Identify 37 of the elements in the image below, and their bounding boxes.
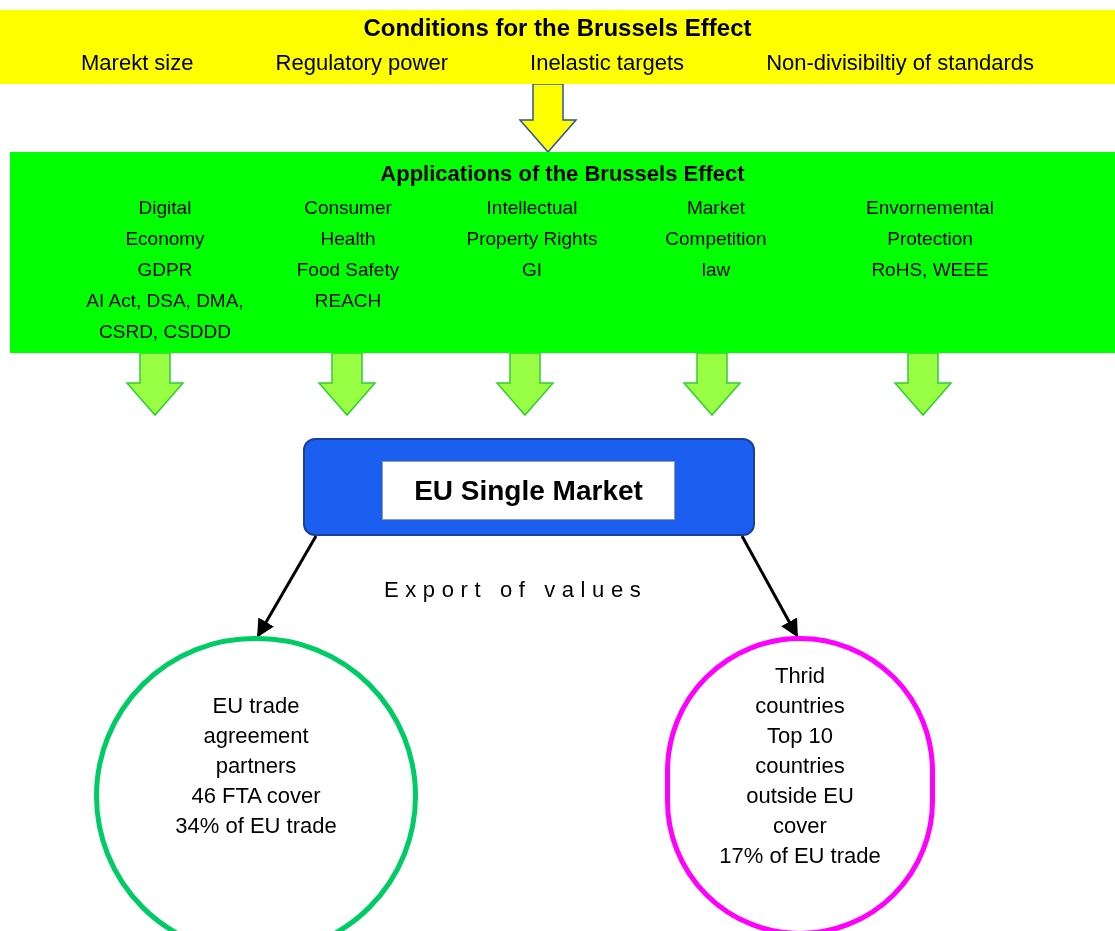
category-heading: Market Competition law [664,196,768,282]
circle-text: 46 FTA cover [190,782,322,810]
category-heading: Digital Economy [124,196,206,251]
arrow [256,535,318,638]
regulation-label: GDPR [136,258,194,282]
block-arrow [893,352,953,417]
category-heading: Intellectual Property Rights [466,196,598,251]
circle-text: 34% of EU trade [174,812,338,840]
circle-text: Thrid countries [754,662,846,720]
block-arrow [125,352,185,417]
title-box [382,461,675,520]
regulation-label: AI Act, DSA, DMA, CSRD, CSDDD [85,289,245,344]
circle-text: Top 10 countries outside EU cover [745,722,855,840]
block-arrow [495,352,555,417]
category-heading: Envornemental Protection [865,196,995,251]
condition-label: Inelastic targets [530,49,685,77]
regulation-label: GI [520,258,544,282]
block-arrow [682,352,742,417]
category-heading: Consumer Health [303,196,393,251]
condition-label: Regulatory power [275,49,448,77]
regulation-label: RoHS, WEEE [870,258,990,282]
market-box [303,438,755,536]
circle-text: 17% of EU trade [718,842,882,870]
conditions-band [0,10,1115,84]
band-title: Applications of the Brussels Effect [380,160,745,188]
regulation-label: REACH [313,289,383,313]
flow-label: Export of values [384,576,648,604]
regulation-label: Food Safety [295,258,401,282]
market-title: EU Single Market [414,473,643,508]
applications-band [10,152,1115,353]
block-arrow [317,352,377,417]
band-title: Conditions for the Brussels Effect [363,13,752,43]
arrow [740,535,799,638]
condition-label: Marekt size [81,49,194,77]
circle-text: EU trade agreement partners [202,692,310,780]
condition-label: Non-divisibiltiy of standards [766,49,1034,77]
block-arrow [518,83,578,154]
